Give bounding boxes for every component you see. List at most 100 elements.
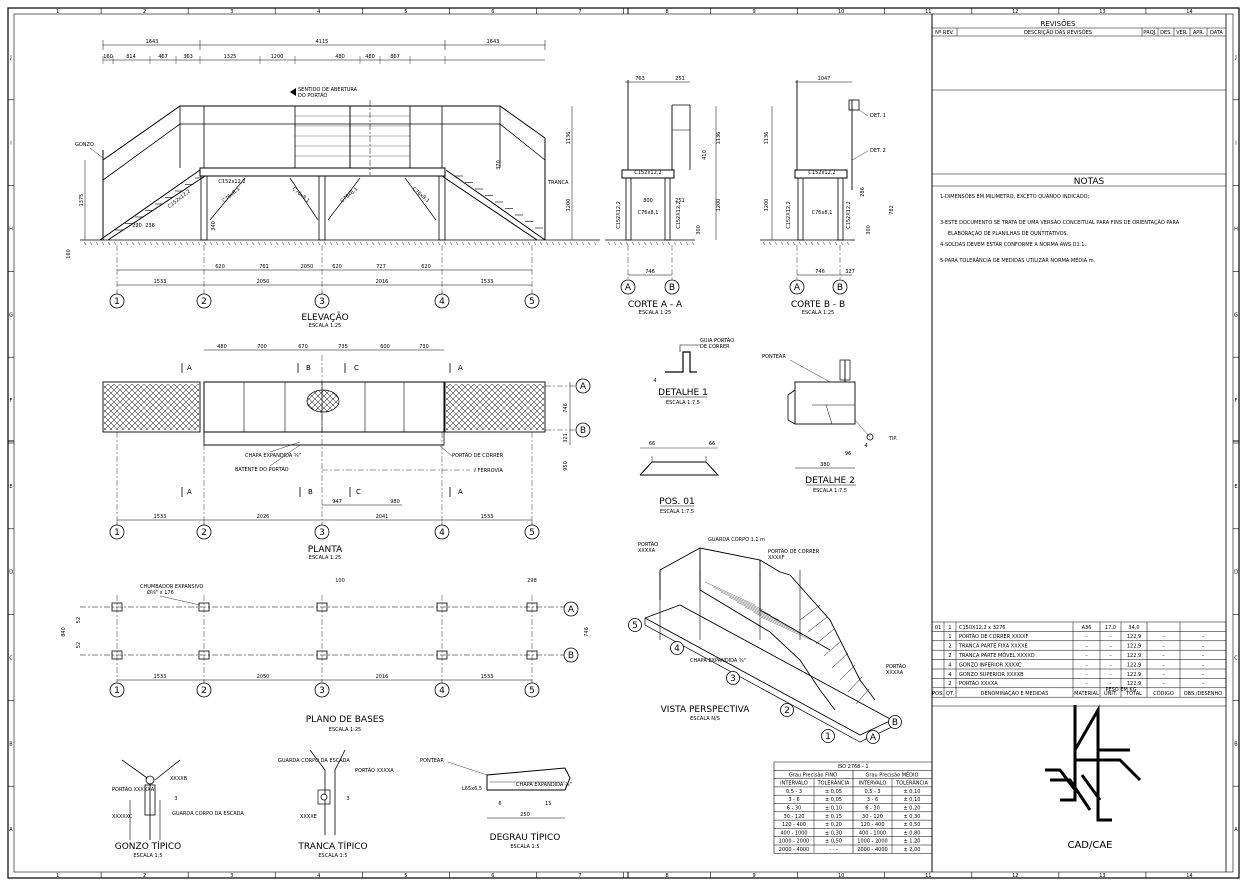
iso-cell: ± 0,20 [904, 806, 921, 812]
callout: PORTÃO [638, 541, 658, 548]
dim: 100 [335, 578, 345, 584]
dim: 1533 [481, 514, 494, 520]
section-marker-B: B [308, 488, 313, 496]
dim: 160 [103, 54, 113, 60]
bom-cell: – [1202, 634, 1205, 640]
callout: XXXXB [170, 776, 188, 782]
bom-cell: – [1202, 672, 1205, 678]
dim: 761 [259, 264, 269, 270]
dim: 467 [158, 54, 168, 60]
bom-cell: – [1085, 672, 1088, 678]
iso-cell: 1000 - 2000 [857, 839, 887, 845]
callout: PORTÃO [886, 663, 906, 670]
axis-bubble: 4 [439, 686, 445, 696]
note-line: 1-DIMENSÕES EM MILIMETRO, EXCETO QUANDO … [940, 193, 1090, 200]
column-marker-top: 1 [56, 9, 59, 15]
section-marker-B: B [306, 364, 311, 372]
dim: 298 [527, 578, 537, 584]
callout: GUARDA CORPO 1,1 m [708, 537, 765, 543]
bom-weight-header: PESO EM KG [1105, 687, 1136, 693]
view-scale: ESCALA 1:5 [318, 853, 347, 859]
dim: 410 [702, 150, 708, 160]
dim: 800 [643, 198, 653, 204]
row-marker-right: G [1234, 312, 1238, 318]
bom-cell: GONZO INFERIOR XXXXC [959, 662, 1022, 668]
callout: TIP. [888, 436, 898, 442]
note-line: ELABORAÇÃO DE PLANILHAS DE QUNTITATIVOS. [948, 230, 1069, 237]
view-title: DETALHE 2 [805, 476, 855, 486]
gonzo-callout: GONZO [75, 142, 94, 148]
column-marker-bottom: 12 [1012, 873, 1018, 879]
dim: 2026 [257, 514, 270, 520]
dim: 300 [866, 225, 872, 235]
column-marker-bottom: 13 [1099, 873, 1105, 879]
axis-bubble: 5 [632, 621, 638, 631]
column-marker-bottom: 2 [143, 873, 146, 879]
dim: 840 [61, 627, 67, 637]
axis-bubble: 4 [439, 297, 445, 307]
dim: 746 [815, 269, 825, 275]
iso-column: TOLERÂNCIA [817, 780, 850, 787]
bom-cell: PORTÃO DE CORRER XXXXF [959, 633, 1028, 640]
iso-cell: ± 0,15 [825, 814, 842, 820]
callout: L65x6,5 [462, 786, 482, 792]
column-marker-top: 5 [404, 9, 407, 15]
axis-bubble: 1 [114, 528, 120, 538]
profile-label: C152x12,2 [808, 170, 835, 176]
axis-bubble: B [580, 426, 586, 436]
bom-cell: – [1109, 653, 1112, 659]
row-marker-left: F [10, 398, 13, 404]
dim: 670 [298, 344, 308, 350]
dim: 700 [257, 344, 267, 350]
callout: PORTÃO XXXXXA [112, 786, 155, 793]
bom-cell: – [1162, 662, 1165, 668]
bom-cell: – [1085, 653, 1088, 659]
axis-bubble: 2 [201, 297, 207, 307]
axis-bubble: 3 [319, 686, 325, 696]
view-title: DETALHE 1 [658, 388, 708, 398]
dim: 251 [675, 76, 685, 82]
bom-cell: – [1109, 662, 1112, 668]
iso-cell: ± 0,10 [904, 797, 921, 803]
dim: 730 [419, 344, 429, 350]
callout: XXXXE [300, 814, 317, 820]
logo: CAD/CAE [1045, 704, 1142, 851]
dim: 2050 [257, 674, 270, 680]
weld-size: 3 [346, 796, 349, 802]
view-scale: ESCALA 1:25 [309, 323, 341, 329]
bom-cell: – [1085, 681, 1088, 687]
iso-cell: ± 0,10 [904, 789, 921, 795]
column-marker-bottom: 5 [404, 873, 407, 879]
bom-header: OBS./DESENHO [1184, 691, 1223, 697]
column-marker-top: 8 [665, 9, 668, 15]
column-marker-top: 2 [143, 9, 146, 15]
bom-cell: 122,9 [1127, 672, 1141, 678]
row-marker-left: E [9, 484, 12, 490]
row-marker-left: H [9, 227, 13, 233]
dim: 1533 [154, 514, 167, 520]
dim: 746 [645, 269, 655, 275]
row-marker-left: I [10, 141, 11, 147]
iso-fine-header: Grau Precisão FINO [789, 772, 837, 778]
bom-cell: 4 [948, 662, 951, 668]
bom-cell: TRANCA PARTE MÓVEL XXXXD [958, 652, 1035, 659]
callout: ℓ FERROVIA [473, 468, 503, 474]
row-marker-left: C [9, 656, 13, 662]
view-title: CORTE B - B [791, 300, 845, 310]
row-marker-left: J [9, 55, 11, 61]
callout: XXXXA [886, 670, 904, 676]
axis-bubble: 1 [114, 686, 120, 696]
axis-bubble: 2 [784, 706, 790, 716]
bom-cell: – [1109, 644, 1112, 650]
revision-column-header: DATA [1210, 30, 1223, 36]
profile-label: C152X12,2 [786, 201, 792, 229]
axis-bubble: B [837, 283, 843, 293]
callout: CHAPA EXPANDIDA ¾" [690, 658, 746, 664]
dim: 1533 [481, 674, 494, 680]
callout: XXXXXC [112, 814, 133, 820]
axis-bubble: A [794, 283, 801, 293]
column-marker-top: 14 [1186, 9, 1192, 15]
bom-cell: – [1202, 653, 1205, 659]
detail-callout: DET. 2 [870, 148, 886, 154]
